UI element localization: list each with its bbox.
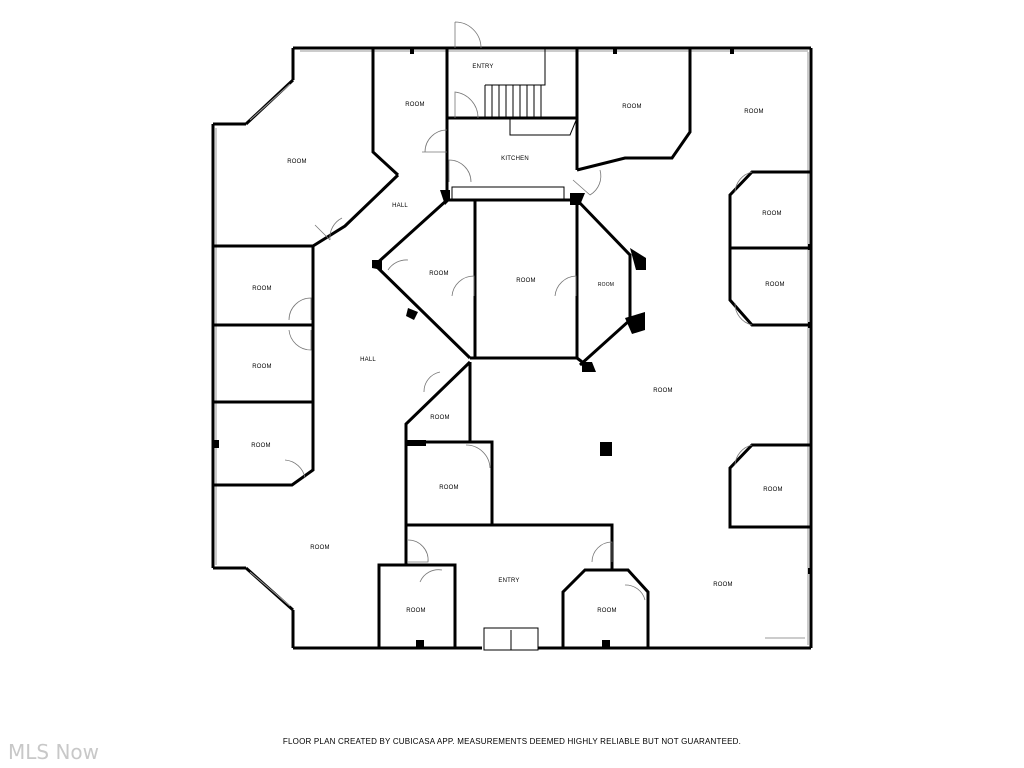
mls-now-watermark: MLS Now [8, 740, 100, 764]
top-section-walls [213, 48, 692, 248]
floor-plan-disclaimer: FLOOR PLAN CREATED BY CUBICASA APP. MEAS… [282, 737, 742, 746]
right-offices-walls [728, 170, 811, 529]
label-room-right-office-2: ROOM [765, 282, 784, 288]
label-room-bottom-right-large: ROOM [713, 582, 732, 588]
label-room-right-office-1: ROOM [762, 211, 781, 217]
lower-center-walls [377, 360, 650, 651]
label-room-center-lower: ROOM [439, 485, 458, 491]
label-entry-top: ENTRY [472, 64, 493, 70]
label-room-bottom-left-large: ROOM [310, 545, 329, 551]
label-room-left-3: ROOM [251, 443, 270, 449]
label-room-top-left-small: ROOM [405, 102, 424, 108]
label-room-small-center: ROOM [430, 415, 449, 421]
label-room-top-right: ROOM [744, 109, 763, 115]
label-hall-main: HALL [360, 357, 376, 363]
label-entry-bottom: ENTRY [498, 578, 519, 584]
label-room-center: ROOM [516, 278, 535, 284]
structural-columns [213, 48, 812, 648]
label-room-center-octagon-right: ROOM [598, 282, 614, 288]
label-room-bottom-left-small: ROOM [406, 608, 425, 614]
door-swings [284, 21, 753, 601]
outer-walls [211, 46, 813, 650]
label-kitchen: KITCHEN [501, 156, 529, 162]
windows [215, 50, 809, 645]
center-core-walls [372, 198, 632, 370]
label-room-left-2: ROOM [252, 364, 271, 370]
label-room-top-left-large: ROOM [287, 159, 306, 165]
label-room-right-office-3: ROOM [763, 487, 782, 493]
left-offices-walls [213, 246, 315, 487]
label-room-center-octagon-left: ROOM [429, 271, 448, 277]
label-room-bottom-center-small: ROOM [597, 608, 616, 614]
label-room-left-1: ROOM [252, 286, 271, 292]
label-room-top-center-right: ROOM [622, 104, 641, 110]
label-room-open-large: ROOM [653, 388, 672, 394]
room-labels: ENTRY ROOM ROOM ROOM ROOM KITCHEN HALL R… [251, 64, 784, 614]
label-hall-upper: HALL [392, 203, 408, 209]
